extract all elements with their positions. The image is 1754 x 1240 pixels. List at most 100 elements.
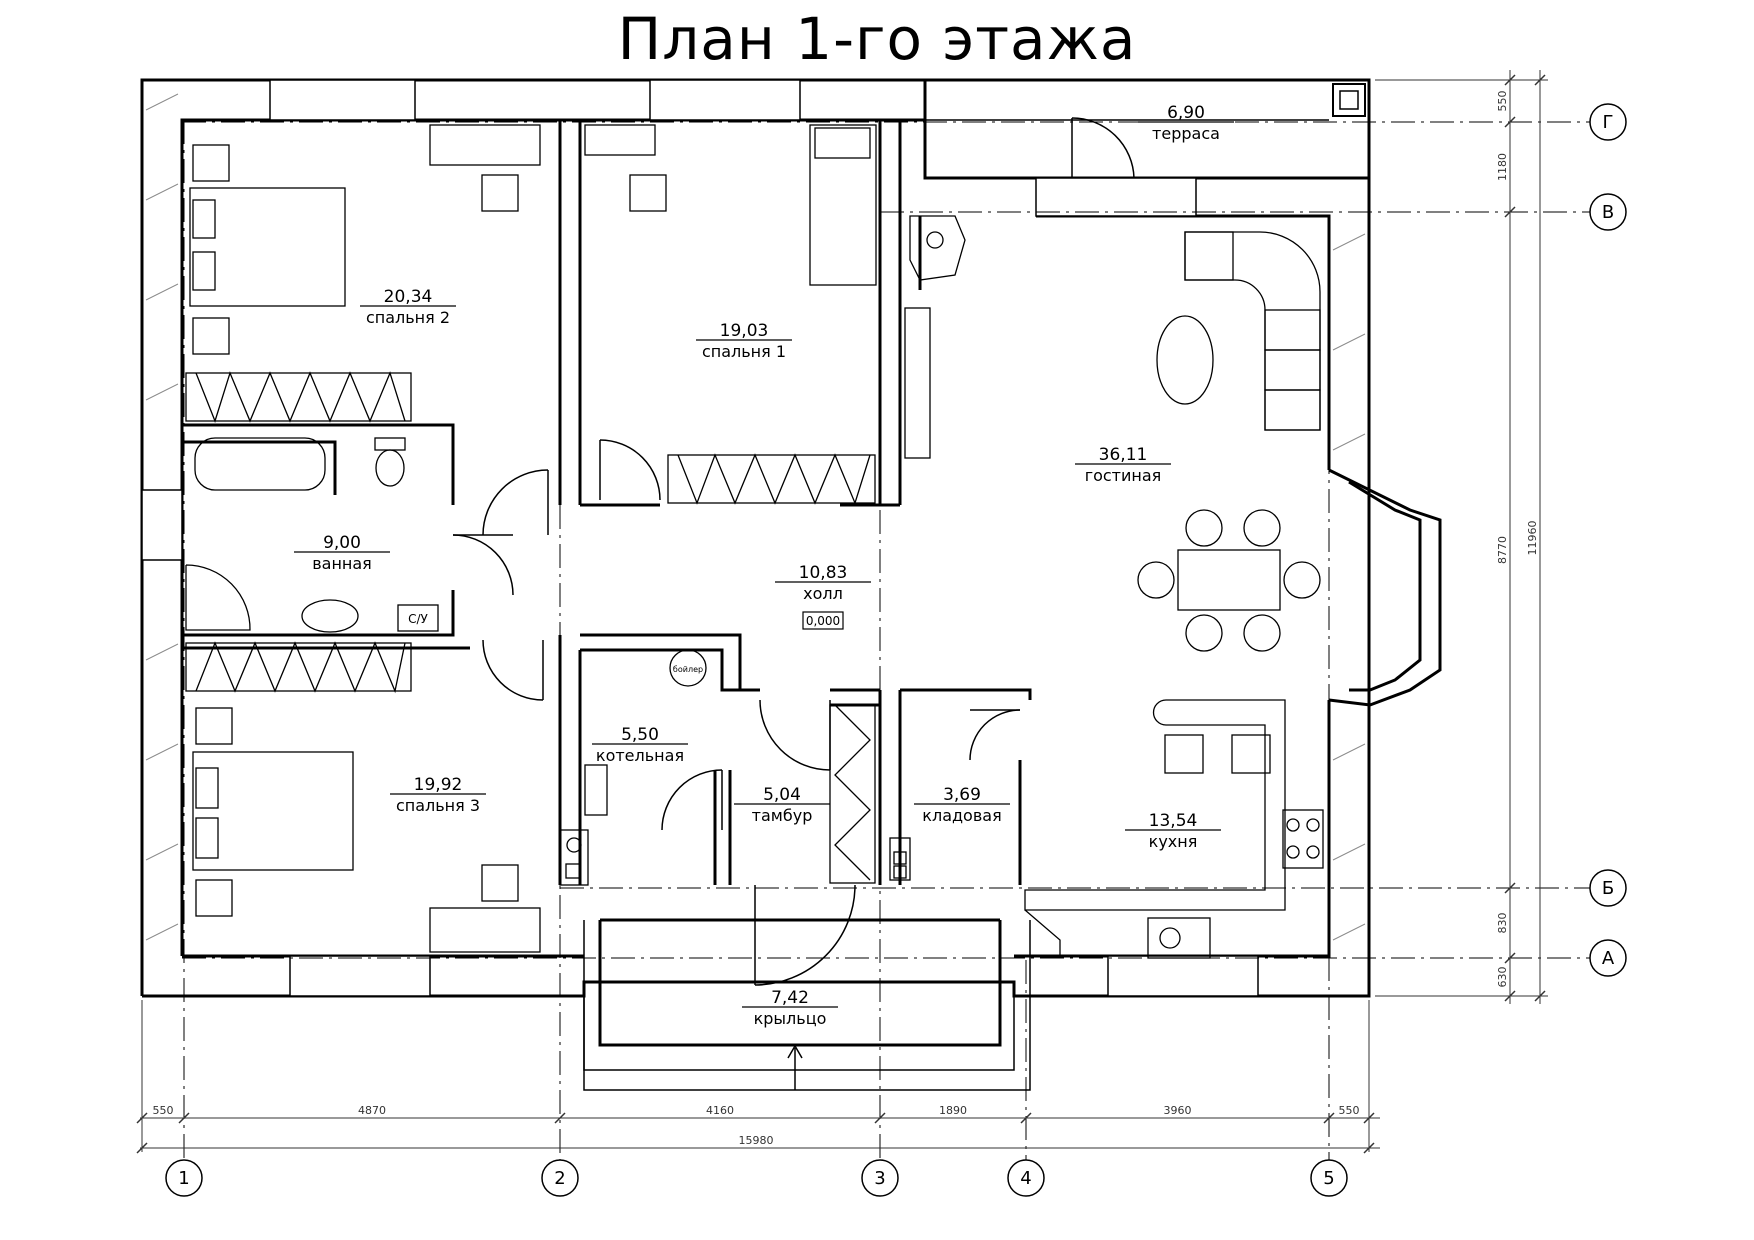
wardrobe-bedroom2: [185, 372, 412, 422]
dimension-right: 830: [1496, 913, 1509, 934]
level-mark-text: 0,000: [806, 614, 840, 628]
bed-bedroom2: [189, 187, 346, 307]
axis-number: 5: [1323, 1168, 1334, 1189]
dimension-ticks: [136, 74, 1546, 1154]
dimension-lines: [140, 70, 1548, 1152]
dimension-right: 550: [1496, 91, 1509, 112]
axis-marker-1: 1: [165, 1159, 203, 1197]
toilet-stack-label: С/У: [408, 612, 428, 626]
room-area: 20,34: [384, 287, 433, 307]
room-area: 10,83: [799, 563, 848, 583]
coffee-table: [1156, 315, 1214, 405]
room-name: спальня 2: [366, 308, 450, 327]
axis-number: 2: [554, 1168, 565, 1189]
room-name: крыльцо: [754, 1009, 827, 1028]
room-area: 6,90: [1167, 103, 1205, 123]
sofa: [1184, 231, 1321, 431]
kitchen-counter: [1024, 699, 1286, 911]
dimension-total-right: 11960: [1526, 521, 1539, 556]
grid-axes: [182, 120, 1590, 1160]
axis-letter: Б: [1602, 878, 1614, 899]
room-name: холл: [803, 584, 843, 603]
terrace-door: [1071, 117, 1135, 179]
room-name: тамбур: [752, 806, 813, 825]
axis-letter: Г: [1603, 112, 1614, 133]
dimension-right: 630: [1496, 967, 1509, 988]
terrace: [925, 78, 1371, 178]
room-name: котельная: [596, 746, 684, 765]
axis-marker-2: 2: [541, 1159, 579, 1197]
dimension-bottom: 4870: [358, 1104, 386, 1117]
entrance-door: [754, 884, 856, 986]
axis-letter: В: [1602, 202, 1614, 223]
room-area: 19,92: [414, 775, 463, 795]
boiler: [669, 649, 707, 687]
porch: [583, 918, 1031, 1091]
dimension-bottom: 4160: [706, 1104, 734, 1117]
room-name: ванная: [312, 554, 372, 573]
axis-marker-3: 3: [861, 1159, 899, 1197]
room-name: кладовая: [922, 806, 1001, 825]
outer-windows: [141, 79, 1259, 997]
fireplace: [909, 215, 966, 281]
level-mark: 0,000: [802, 611, 844, 630]
axis-marker-А: А: [1589, 939, 1627, 977]
room-name: терраса: [1152, 124, 1220, 143]
axis-marker-Б: Б: [1589, 869, 1627, 907]
dining-table: [1177, 549, 1281, 611]
dimension-bottom: 550: [153, 1104, 174, 1117]
room-name: спальня 3: [396, 796, 480, 815]
room-area: 36,11: [1099, 445, 1148, 465]
room-area: 9,00: [323, 533, 361, 553]
wardrobe-bedroom1: [667, 454, 876, 504]
dimension-right: 1180: [1496, 153, 1509, 181]
axis-number: 4: [1020, 1168, 1031, 1189]
bed-bedroom1: [809, 124, 877, 286]
plan-title: План 1-го этажа: [617, 5, 1137, 73]
dimension-total-bottom: 15980: [739, 1134, 774, 1147]
room-area: 7,42: [771, 988, 809, 1008]
axis-letter: А: [1602, 948, 1615, 969]
axis-number: 3: [874, 1168, 885, 1189]
dimension-texts: 550 4870 4160 1890 3960 550 15980 550 1180 8770 83…: [153, 91, 1540, 1148]
bathtub: [194, 437, 326, 491]
dimension-right: 8770: [1496, 536, 1509, 564]
dimension-bottom: 1890: [939, 1104, 967, 1117]
shower-tray: [185, 564, 251, 631]
room-name: спальня 1: [702, 342, 786, 361]
axis-marker-5: 5: [1310, 1159, 1348, 1197]
axis-marker-4: 4: [1007, 1159, 1045, 1197]
room-area: 19,03: [720, 321, 769, 341]
room-area: 5,50: [621, 725, 659, 745]
furniture: [185, 124, 1324, 959]
interior-walls: [182, 120, 1442, 885]
axis-marker-Г: Г: [1589, 103, 1627, 141]
axis-marker-В: В: [1589, 193, 1627, 231]
room-area: 3,69: [943, 785, 981, 805]
wardrobe-bedroom3: [185, 642, 412, 692]
dimension-bottom: 3960: [1164, 1104, 1192, 1117]
dimension-bottom: 550: [1339, 1104, 1360, 1117]
room-area: 13,54: [1149, 811, 1198, 831]
room-name: кухня: [1149, 832, 1198, 851]
room-name: гостиная: [1085, 466, 1162, 485]
boiler-label: бойлер: [673, 665, 703, 674]
axis-markers: 1 2 3 4 5 Г В Б А: [165, 103, 1627, 1197]
axis-number: 1: [178, 1168, 189, 1189]
bed-bedroom3: [192, 751, 354, 871]
room-area: 5,04: [763, 785, 801, 805]
